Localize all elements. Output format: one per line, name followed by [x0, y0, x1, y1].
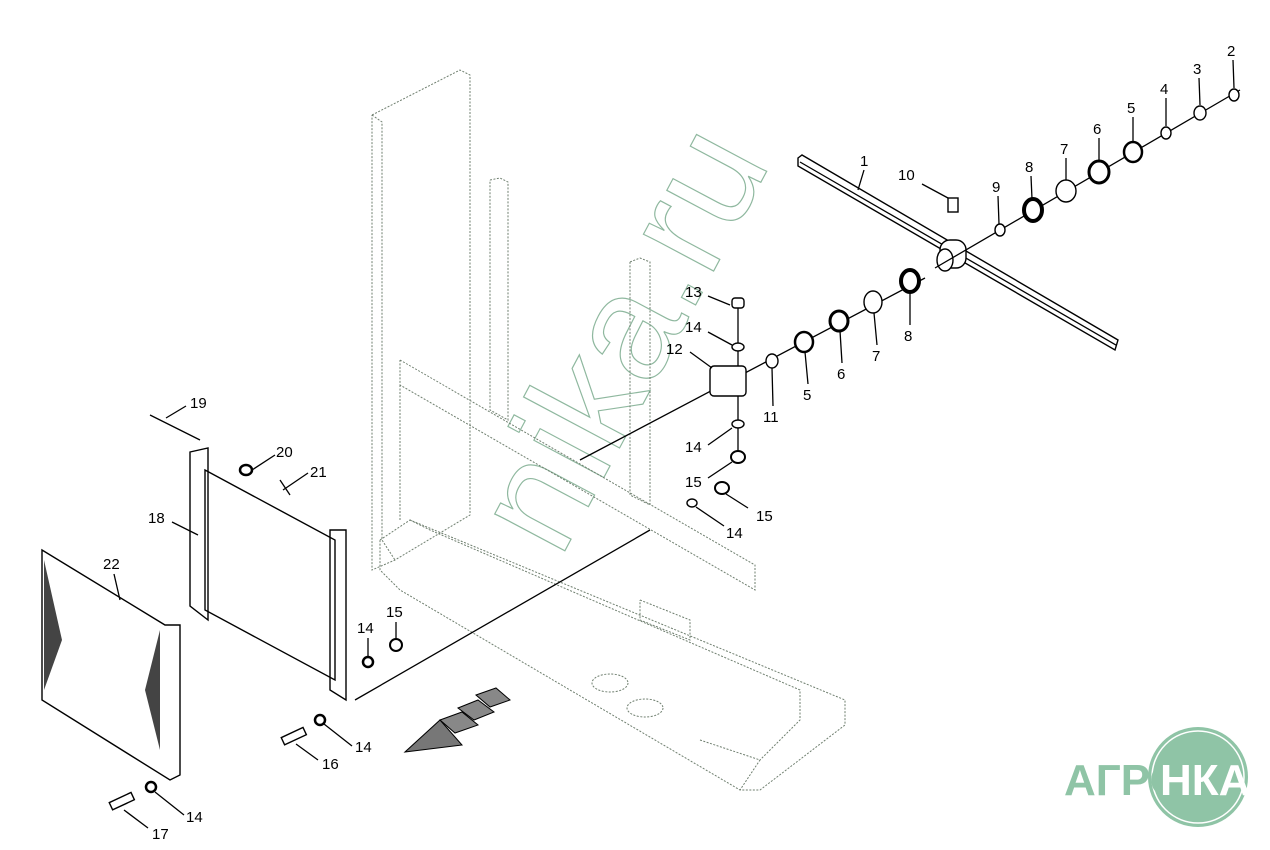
callout: 9 — [992, 179, 1000, 196]
callout: 14 — [726, 525, 743, 542]
agronka-logo: АГРО НКА — [1064, 727, 1250, 827]
callout: 8 — [1025, 159, 1033, 176]
shaft-part-1 — [797, 154, 1119, 352]
logo-text-left: АГРО — [1064, 756, 1184, 805]
callout: 2 — [1227, 43, 1235, 60]
callout: 12 — [666, 341, 683, 358]
callout: 3 — [1193, 61, 1201, 78]
machine-frame — [371, 69, 846, 791]
washers — [686, 88, 1240, 508]
callout: 1 — [860, 153, 868, 170]
leader-lines — [113, 59, 1235, 829]
callout: 22 — [103, 556, 120, 573]
callout: 10 — [898, 167, 915, 184]
callout-labels: 1 2 3 4 5 6 7 8 9 10 8 7 6 5 11 12 13 14… — [103, 43, 1235, 843]
callout: 14 — [357, 620, 374, 637]
callout: 5 — [1127, 100, 1135, 117]
callout: 6 — [837, 366, 845, 383]
callout: 14 — [355, 739, 372, 756]
radiator-part-22 — [41, 548, 403, 811]
callout: 6 — [1093, 121, 1101, 138]
callout: 14 — [186, 809, 203, 826]
callout: 8 — [904, 328, 912, 345]
callout: 7 — [1060, 141, 1068, 158]
callout: 19 — [190, 395, 207, 412]
panel-part-18 — [149, 414, 347, 702]
callout: 11 — [763, 409, 779, 426]
callout: 18 — [148, 510, 165, 527]
direction-arrow — [403, 687, 511, 753]
callout: 14 — [685, 319, 702, 336]
watermark: nika.ru — [439, 98, 800, 576]
callout: 17 — [152, 826, 169, 843]
callout: 15 — [756, 508, 773, 525]
callout: 16 — [322, 756, 339, 773]
callout: 5 — [803, 387, 811, 404]
callout: 4 — [1160, 81, 1168, 98]
callout: 21 — [310, 464, 327, 481]
callout: 15 — [386, 604, 403, 621]
callout: 20 — [276, 444, 293, 461]
callout: 13 — [685, 284, 702, 301]
watermark-text: nika.ru — [440, 99, 800, 575]
callout: 14 — [685, 439, 702, 456]
logo-text-right: НКА — [1160, 756, 1250, 805]
callout: 15 — [685, 474, 702, 491]
callout: 7 — [872, 348, 880, 365]
